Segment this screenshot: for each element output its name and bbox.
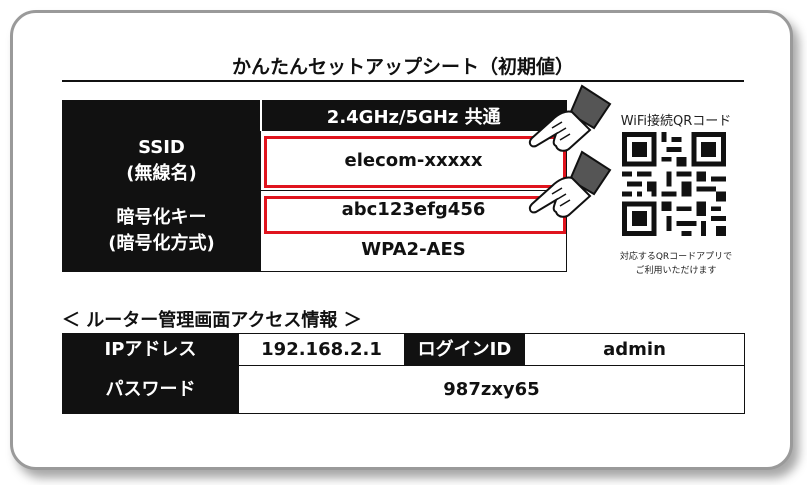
sheet-title: かんたんセットアップシート（初期値）: [231, 56, 574, 78]
key-label-line1: 暗号化キー: [116, 207, 207, 228]
ssid-value: elecom-xxxxx: [260, 130, 567, 191]
band-header: 2.4GHz/5GHz 共通: [259, 100, 567, 131]
qr-code-icon: [622, 132, 726, 236]
ip-label: IPアドレス: [62, 333, 239, 366]
admin-info-table: IPアドレス 192.168.2.1 ログインID admin パスワード 98…: [62, 333, 745, 414]
header-blank-cell: [62, 100, 261, 131]
wifi-info-table: 2.4GHz/5GHz 共通 SSID (無線名) elecom-xxxxx 暗…: [62, 100, 567, 272]
password-value: 987zxy65: [238, 365, 745, 414]
key-value: abc123efg456: [260, 190, 567, 228]
qr-note-line2: ご利用いただけます: [635, 266, 717, 276]
admin-section-title: ＜ ルーター管理画面アクセス情報 ＞: [62, 310, 362, 331]
pointing-hand-icon: [528, 150, 612, 218]
encryption-value: WPA2-AES: [260, 227, 567, 272]
qr-note-line1: 対応するQRコードアプリで: [619, 252, 733, 262]
ssid-label: SSID (無線名): [62, 130, 261, 191]
pointing-hand-icon: [528, 84, 612, 152]
login-label: ログインID: [404, 333, 525, 366]
qr-note: 対応するQRコードアプリで ご利用いただけます: [606, 250, 746, 278]
password-label: パスワード: [62, 365, 239, 414]
key-label-line2: (暗号化方式): [108, 233, 215, 254]
ip-value: 192.168.2.1: [238, 333, 405, 366]
title-divider: [62, 80, 744, 82]
qr-label: WiFi接続QRコード: [620, 114, 732, 129]
key-label: 暗号化キー (暗号化方式): [62, 190, 261, 272]
login-value: admin: [524, 333, 745, 366]
ssid-label-line2: (無線名): [126, 162, 197, 184]
ssid-label-line1: SSID: [138, 136, 185, 158]
